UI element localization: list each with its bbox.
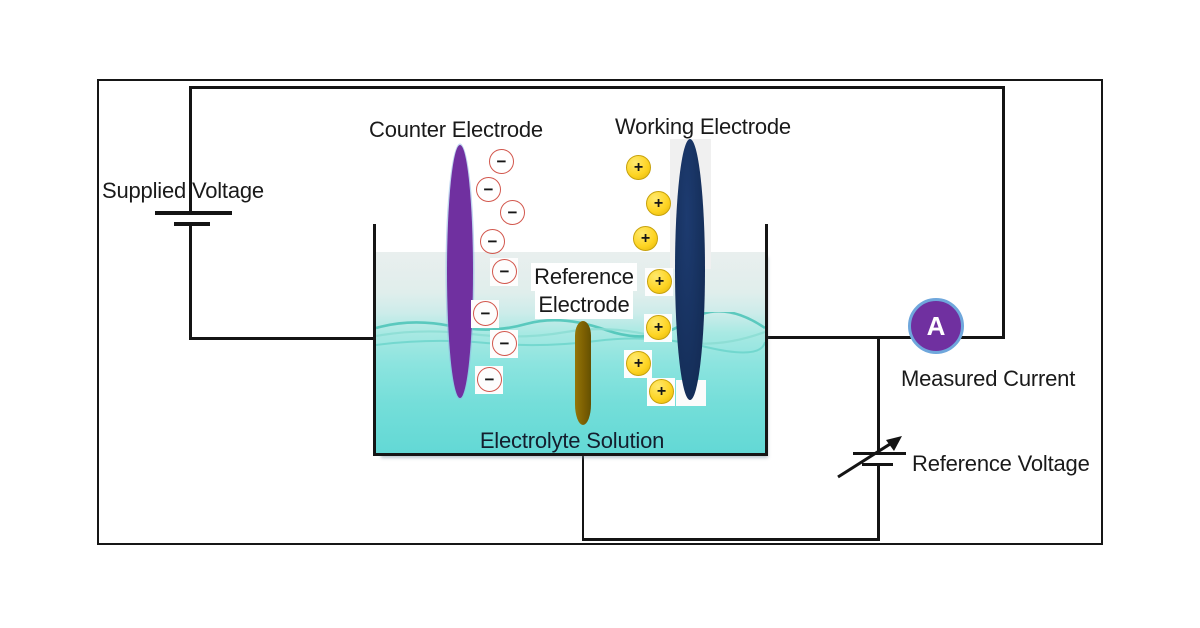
figure-border (97, 79, 1103, 545)
positive-ion-symbol: + (633, 354, 644, 372)
variable-source-arrow-icon (837, 436, 902, 479)
negative-ion-symbol: − (496, 151, 507, 171)
negative-ion: − (500, 200, 525, 225)
positive-ion: + (626, 351, 651, 376)
reference-electrode-label-line1: Reference (531, 263, 637, 291)
positive-ion-symbol: + (653, 194, 664, 212)
reference-electrode (575, 321, 591, 425)
battery-plate-long (155, 211, 232, 215)
variable-source-plate-short (862, 463, 893, 466)
negative-ion: − (473, 301, 498, 326)
working-electrode-wire (703, 336, 1005, 339)
battery-top-lead (189, 86, 192, 213)
reference-branch-upper (877, 339, 880, 453)
bottom-wire (582, 538, 880, 541)
negative-ion: − (477, 367, 502, 392)
counter-electrode-label: Counter Electrode (369, 117, 543, 142)
variable-source-plate-long (853, 452, 906, 455)
positive-ion: + (646, 191, 671, 216)
negative-ion: − (492, 259, 517, 284)
ammeter-symbol: A (908, 298, 964, 354)
working-electrode-label: Working Electrode (615, 114, 791, 139)
negative-ion: − (489, 149, 514, 174)
positive-ion: + (649, 379, 674, 404)
negative-ion-symbol: − (499, 333, 510, 353)
negative-ion: − (492, 331, 517, 356)
measured-current-label: Measured Current (901, 366, 1076, 391)
positive-ion: + (626, 155, 651, 180)
negative-ion-symbol: − (487, 231, 498, 251)
ammeter-letter: A (926, 310, 946, 341)
negative-ion-symbol: − (484, 369, 495, 389)
negative-ion-symbol: − (480, 303, 491, 323)
battery-bottom-lead (189, 226, 192, 340)
reference-electrode-label-line2: Electrode (535, 291, 633, 319)
negative-ion: − (480, 229, 505, 254)
top-wire (189, 86, 1005, 89)
battery-plate-short (174, 222, 210, 226)
positive-ion-symbol: + (656, 382, 667, 400)
beaker-right-wall (765, 224, 768, 456)
negative-ion-symbol: − (507, 202, 518, 222)
supplied-voltage-label: Supplied Voltage (102, 178, 264, 203)
reference-branch-lower (877, 466, 880, 541)
working-electrode (675, 139, 705, 400)
positive-ion-symbol: + (654, 272, 665, 290)
positive-ion-symbol: + (640, 229, 651, 247)
right-vertical-wire (1002, 86, 1005, 339)
positive-ion: + (646, 315, 671, 340)
beaker-left-wall (373, 224, 376, 456)
reference-electrode-label: Reference Electrode (514, 263, 654, 319)
reference-electrode-lead (582, 422, 584, 540)
reference-voltage-label: Reference Voltage (912, 451, 1090, 476)
positive-ion-symbol: + (633, 158, 644, 176)
negative-ion-symbol: − (499, 261, 510, 281)
electrolyte-solution-label: Electrolyte Solution (479, 428, 665, 453)
positive-ion: + (633, 226, 658, 251)
positive-ion-symbol: + (653, 318, 664, 336)
negative-ion: − (476, 177, 501, 202)
negative-ion-symbol: − (483, 179, 494, 199)
positive-ion: + (647, 269, 672, 294)
counter-electrode-wire (189, 337, 451, 340)
beaker-bottom-edge (373, 453, 768, 456)
counter-electrode (447, 145, 473, 398)
